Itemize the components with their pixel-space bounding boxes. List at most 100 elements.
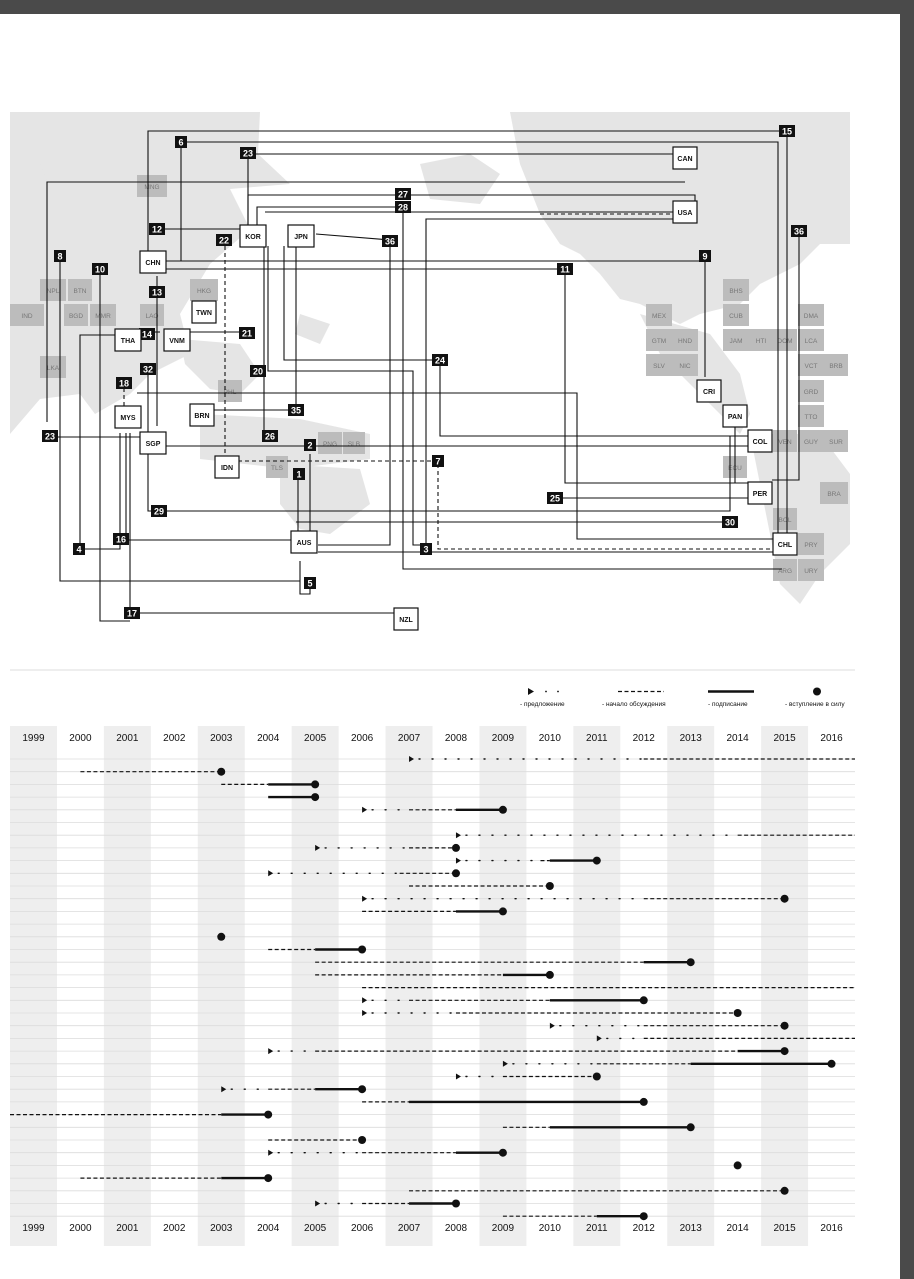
agreement-badge[interactable]: 30	[722, 516, 738, 528]
agreement-badge[interactable]: 7	[432, 455, 444, 467]
agreement-badge[interactable]: 4	[73, 543, 85, 555]
legend-entry-into-force: - вступление в силу	[785, 687, 845, 708]
agreement-badge[interactable]: 23	[42, 430, 58, 442]
country-node-idn[interactable]: IDN	[214, 455, 240, 479]
country-node-tha[interactable]: THA	[114, 328, 142, 352]
agreement-badge[interactable]: 5	[304, 577, 316, 589]
svg-text:35: 35	[291, 406, 301, 416]
entry-into-force-marker	[733, 1009, 742, 1017]
year-label: 2012	[633, 733, 656, 744]
agreement-badge[interactable]: 10	[92, 263, 108, 275]
svg-text:- вступление в силу: - вступление в силу	[785, 701, 845, 708]
agreement-badge[interactable]: 29	[151, 505, 167, 517]
proposal-arrow-icon	[596, 1035, 602, 1042]
agreement-badge[interactable]: 35	[288, 404, 304, 416]
country-node-per[interactable]: PER	[747, 481, 773, 505]
year-label: 2006	[351, 1223, 374, 1234]
svg-text:30: 30	[725, 518, 735, 528]
agreement-badge[interactable]: 18	[116, 377, 132, 389]
svg-text:PRY: PRY	[804, 542, 818, 549]
country-mex: MEX	[646, 304, 672, 326]
link-15	[147, 130, 788, 547]
proposal-arrow-icon	[362, 997, 368, 1004]
country-node-cri[interactable]: CRI	[696, 379, 722, 403]
country-node-can[interactable]: CAN	[672, 146, 698, 170]
agreement-badge[interactable]: 11	[557, 263, 573, 275]
country-mmr: MMR	[90, 304, 116, 326]
agreement-badge[interactable]: 1	[293, 468, 305, 480]
timeline-agreement-rows	[10, 756, 855, 1221]
year-band	[385, 726, 433, 1246]
proposal-arrow-icon	[268, 1149, 274, 1156]
year-label: 2000	[69, 733, 92, 744]
svg-text:NPL: NPL	[47, 288, 60, 295]
svg-text:USA: USA	[678, 210, 693, 217]
timeline-row	[217, 932, 226, 941]
country-node-pan[interactable]: PAN	[722, 404, 748, 428]
country-node-brn[interactable]: BRN	[189, 403, 215, 427]
svg-text:- начало обсуждения: - начало обсуждения	[602, 700, 666, 708]
agreement-badge[interactable]: 36	[791, 225, 807, 237]
agreement-badges: 1 2 3 4 5 6 7 8 9 10 11 12 13 14 15 16 1…	[42, 125, 807, 619]
country-node-aus[interactable]: AUS	[290, 530, 318, 554]
agreement-badge[interactable]: 16	[113, 533, 129, 545]
svg-text:IDN: IDN	[221, 465, 233, 472]
agreement-badge[interactable]: 28	[395, 201, 411, 213]
agreement-badge[interactable]: 6	[175, 136, 187, 148]
agreement-badge[interactable]: 23	[240, 147, 256, 159]
agreement-badge[interactable]: 3	[420, 543, 432, 555]
country-lca: LCA	[798, 329, 824, 351]
country-node-chl[interactable]: CHL	[772, 532, 798, 556]
country-arg: ARG	[773, 559, 797, 581]
agreement-badge[interactable]: 32	[140, 363, 156, 375]
country-node-vnm[interactable]: VNM	[163, 328, 191, 352]
timeline-row	[362, 907, 507, 916]
world-map-background	[10, 112, 850, 604]
proposal-arrow-icon	[455, 1073, 461, 1080]
agreement-badge[interactable]: 26	[262, 430, 278, 442]
country-node-sgp[interactable]: SGP	[139, 431, 167, 455]
svg-text:VCT: VCT	[805, 363, 818, 370]
svg-text:ARG: ARG	[778, 568, 792, 575]
country-node-kor[interactable]: KOR	[239, 224, 267, 248]
country-node-usa[interactable]: USA	[672, 200, 698, 224]
svg-text:THA: THA	[121, 338, 135, 345]
document-page: MNG HKG NPL BTN IND BGD MMR LAO LKA PHL …	[0, 14, 900, 1279]
svg-text:7: 7	[435, 457, 440, 467]
proposal-arrow-icon	[455, 832, 461, 839]
entry-into-force-marker	[733, 1161, 742, 1170]
agreement-badge[interactable]: 36	[382, 235, 398, 247]
svg-text:BTN: BTN	[74, 288, 87, 295]
svg-text:JPN: JPN	[294, 234, 308, 241]
agreement-badge[interactable]: 9	[699, 250, 711, 262]
country-node-col[interactable]: COL	[747, 429, 773, 453]
svg-text:MEX: MEX	[652, 313, 667, 320]
svg-text:20: 20	[253, 367, 263, 377]
country-node-twn[interactable]: TWN	[191, 300, 217, 324]
country-node-nzl[interactable]: NZL	[393, 607, 419, 631]
agreement-badge[interactable]: 15	[779, 125, 795, 137]
agreement-badge[interactable]: 24	[432, 354, 448, 366]
agreement-badge[interactable]: 2	[304, 439, 316, 451]
agreement-badge[interactable]: 22	[216, 234, 232, 246]
agreement-badge[interactable]: 17	[124, 607, 140, 619]
agreement-badge[interactable]: 13	[149, 286, 165, 298]
year-label: 2010	[539, 1223, 562, 1234]
timeline-row	[10, 1110, 273, 1119]
country-node-mys[interactable]: MYS	[114, 405, 142, 429]
agreement-badge[interactable]: 12	[149, 223, 165, 235]
agreement-badge[interactable]: 14	[139, 328, 155, 340]
country-node-chn[interactable]: CHN	[139, 250, 167, 274]
year-label: 2008	[445, 1223, 468, 1234]
entry-into-force-marker	[358, 1136, 367, 1144]
svg-text:21: 21	[242, 329, 252, 339]
proposal-arrow-icon	[528, 688, 534, 695]
agreement-badge[interactable]: 20	[250, 365, 266, 377]
agreement-badge[interactable]: 21	[239, 327, 255, 339]
svg-text:PAN: PAN	[728, 414, 742, 421]
country-bgd: BGD	[64, 304, 88, 326]
agreement-badge[interactable]: 8	[54, 250, 66, 262]
agreement-badge[interactable]: 27	[395, 188, 411, 200]
country-node-jpn[interactable]: JPN	[287, 224, 315, 248]
agreement-badge[interactable]: 25	[547, 492, 563, 504]
